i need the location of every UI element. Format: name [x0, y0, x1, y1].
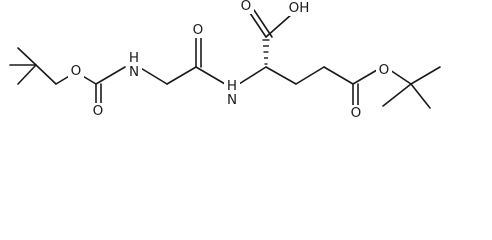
- atom-oh-acid: OH: [287, 0, 311, 16]
- svg-text:O: O: [379, 62, 390, 78]
- atom-o-acid: O: [238, 0, 254, 14]
- svg-text:H: H: [227, 78, 237, 94]
- svg-text:O: O: [93, 103, 104, 119]
- svg-text:H: H: [129, 50, 139, 66]
- atom-o-carbonyl-right: O: [348, 105, 364, 121]
- tert-butyl-right: [382, 66, 441, 109]
- glycine-residue: [138, 36, 226, 85]
- atom-o-ester-right: O: [376, 62, 392, 78]
- stereo-hash-bond: [262, 39, 270, 65]
- atom-labels: O O H N O H N O OH O: [68, 0, 392, 121]
- svg-text:O: O: [71, 63, 82, 79]
- svg-text:OH: OH: [289, 0, 310, 16]
- boc-carbamate: [55, 66, 126, 107]
- atom-o-ester-left: O: [68, 63, 84, 79]
- atom-o-carbonyl-left: O: [90, 103, 106, 119]
- glutamate-residue: [238, 9, 378, 109]
- tert-butyl-left: [9, 47, 57, 85]
- svg-text:N: N: [129, 64, 139, 80]
- svg-text:O: O: [193, 22, 204, 38]
- atom-o-amide: O: [190, 22, 206, 38]
- svg-text:O: O: [351, 105, 362, 121]
- svg-text:N: N: [227, 92, 237, 108]
- atom-nh-left: H N: [126, 50, 142, 80]
- atom-nh-mid: H N: [224, 78, 240, 108]
- svg-text:O: O: [241, 0, 252, 14]
- molecule-diagram: O O H N O H N O OH O: [9, 0, 441, 121]
